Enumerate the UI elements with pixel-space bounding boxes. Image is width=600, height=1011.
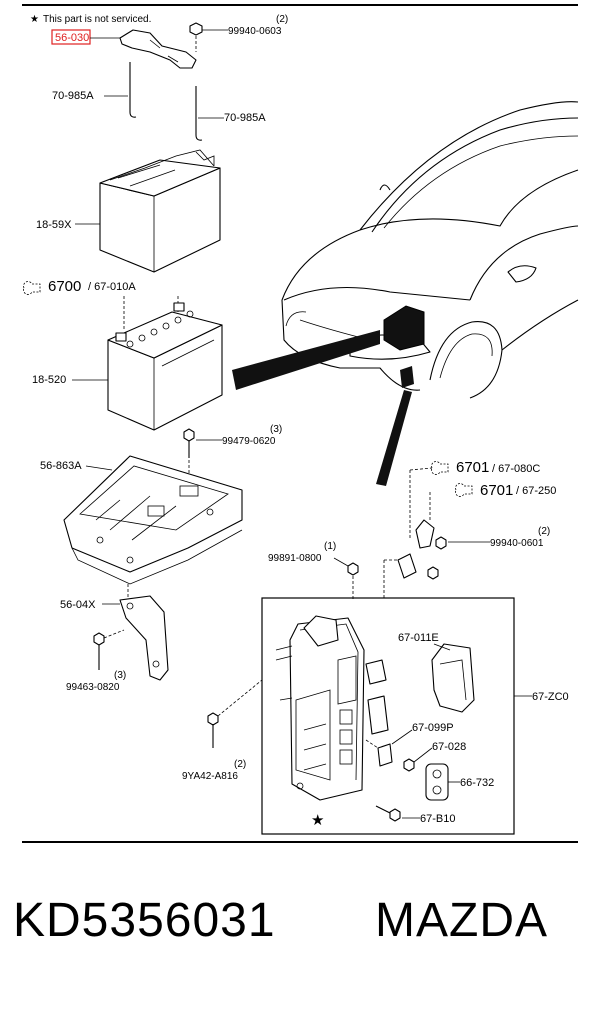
- callout-70-985A-right[interactable]: 70-985A: [224, 112, 266, 124]
- callout-99463-0820[interactable]: 99463-0820: [66, 682, 120, 693]
- callout-6700-code[interactable]: 6700: [48, 278, 81, 295]
- footer: KD5356031 MAZDA: [0, 893, 600, 973]
- battery-tray[interactable]: [63, 455, 243, 585]
- callout-99940-0601[interactable]: 99940-0601: [490, 538, 544, 549]
- callout-67-099P[interactable]: 67-099P: [412, 722, 454, 734]
- callout-67-010A[interactable]: / 67-010A: [88, 281, 136, 293]
- bolt-99479-0620[interactable]: [183, 428, 195, 458]
- callout-99479-0620-qty: (3): [270, 424, 282, 435]
- highlight-box: [51, 29, 91, 45]
- callout-56-030[interactable]: 56-030: [55, 32, 89, 44]
- battery[interactable]: [107, 302, 223, 431]
- callout-99940-0603[interactable]: 99940-0603: [228, 26, 282, 37]
- note-text: This part is not serviced.: [43, 14, 151, 25]
- note-star: ★: [30, 14, 39, 25]
- vehicle-outline: [281, 101, 579, 399]
- hold-down-bracket[interactable]: [119, 29, 197, 69]
- nut-99940-0601-b[interactable]: [427, 566, 439, 580]
- part-number: KD5356031: [13, 894, 276, 947]
- callout-99891-0800[interactable]: 99891-0800: [268, 553, 322, 564]
- nut-99891-0800[interactable]: [347, 562, 359, 576]
- j-bolt-left[interactable]: [129, 62, 137, 118]
- callout-9YA42-A816[interactable]: 9YA42-A816: [182, 771, 238, 782]
- fuse-66-732[interactable]: [425, 763, 449, 801]
- callout-67-080C[interactable]: / 67-080C: [492, 463, 540, 475]
- nut-99940-0601-a[interactable]: [435, 536, 447, 550]
- location-arrow-battery: [232, 330, 380, 390]
- callout-67-250[interactable]: / 67-250: [516, 485, 556, 497]
- callout-67-011E[interactable]: 67-011E: [398, 632, 439, 644]
- callout-6701-a-code[interactable]: 6701: [456, 459, 489, 476]
- connector-icon-6700: [23, 281, 41, 295]
- callout-56-863A[interactable]: 56-863A: [40, 460, 82, 472]
- battery-location-fill: [383, 305, 425, 351]
- fuse-box[interactable]: [275, 615, 389, 801]
- brand-name: MAZDA: [375, 894, 548, 947]
- callout-9YA42-A816-qty: (2): [234, 759, 246, 770]
- star-marker: ★: [311, 812, 324, 829]
- callout-56-04X[interactable]: 56-04X: [60, 599, 96, 611]
- nut-99940-0603[interactable]: [189, 22, 203, 36]
- fusebox-cover[interactable]: [431, 643, 475, 713]
- relay-67-099P[interactable]: [377, 743, 393, 767]
- location-arrow-fusebox: [376, 390, 412, 486]
- bolt-9YA42-A816[interactable]: [207, 712, 219, 748]
- callout-6701-b-code[interactable]: 6701: [480, 482, 513, 499]
- callout-99891-0800-qty: (1): [324, 541, 336, 552]
- bolt-67-B10[interactable]: [375, 805, 401, 822]
- callout-18-59X[interactable]: 18-59X: [36, 219, 72, 231]
- fusebox-assembly-frame: [261, 597, 515, 835]
- callout-99463-0820-qty: (3): [114, 670, 126, 681]
- tray-bracket[interactable]: [119, 595, 169, 681]
- callout-70-985A-left[interactable]: 70-985A: [52, 90, 94, 102]
- callout-99940-0601-qty: (2): [538, 526, 550, 537]
- nut-67-028[interactable]: [403, 758, 415, 772]
- callout-99940-0603-qty: (2): [276, 14, 288, 25]
- callout-18-520[interactable]: 18-520: [32, 374, 66, 386]
- terminal-clip[interactable]: [397, 519, 435, 579]
- callout-66-732[interactable]: 66-732: [460, 777, 494, 789]
- j-bolt-right[interactable]: [195, 86, 203, 141]
- callout-67-028[interactable]: 67-028: [432, 741, 466, 753]
- callout-99479-0620[interactable]: 99479-0620: [222, 436, 276, 447]
- callout-67-B10[interactable]: 67-B10: [420, 813, 455, 825]
- battery-cover[interactable]: [99, 149, 221, 273]
- bolt-99463-0820[interactable]: [93, 632, 105, 670]
- callout-67-ZC0[interactable]: 67-ZC0: [532, 691, 569, 703]
